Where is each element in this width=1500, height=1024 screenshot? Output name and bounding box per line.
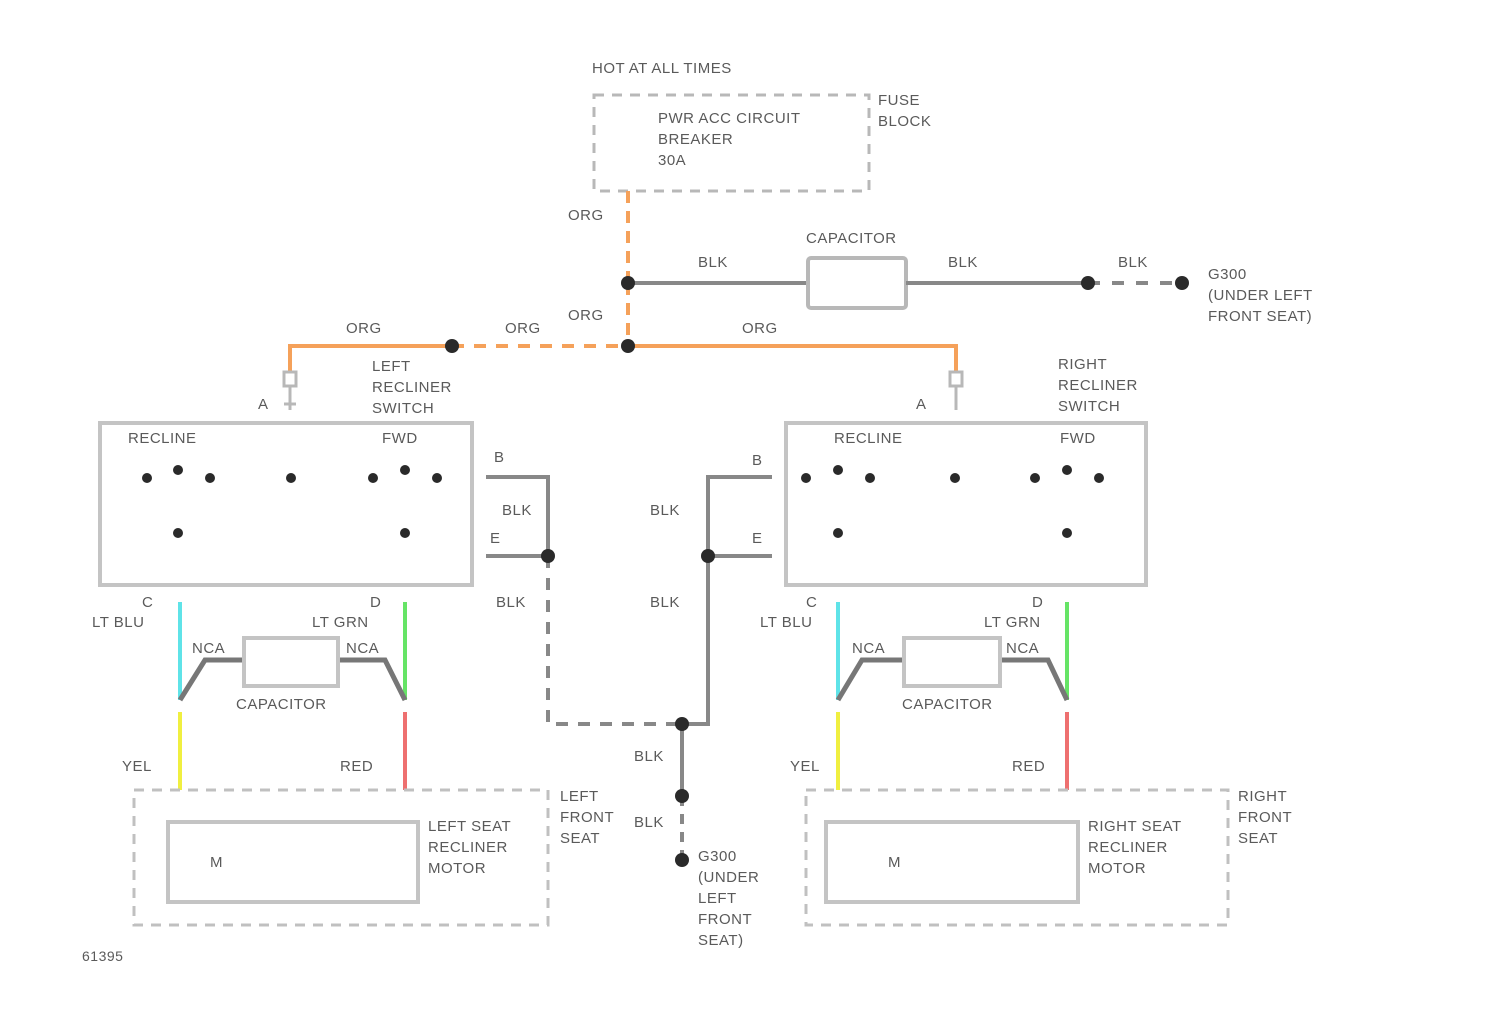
right-pin-a: A: [916, 396, 927, 413]
hot-at-all-times-label: HOT AT ALL TIMES: [592, 60, 732, 77]
wire-blk-right-b: [706, 475, 772, 556]
right-wire-lt-blu-label: LT BLU: [760, 614, 813, 631]
left-pin-b: B: [494, 449, 505, 466]
right-switch-box: [784, 421, 1148, 587]
ground-top-label: G300 (UNDER LEFT FRONT SEAT): [1208, 266, 1313, 325]
circuit-breaker-label: PWR ACC CIRCUIT BREAKER 30A: [658, 110, 801, 169]
left-wire-yel-label: YEL: [122, 758, 152, 775]
left-front-seat-label: LEFT FRONT SEAT: [560, 788, 615, 847]
right-nca-left: NCA: [852, 640, 886, 657]
left-pin-e: E: [490, 530, 501, 547]
right-recline-label: RECLINE: [834, 430, 903, 447]
right-motor-label: RIGHT SEAT RECLINER MOTOR: [1088, 818, 1182, 877]
left-motor-box: [166, 820, 420, 904]
wire-blk-left-b: [486, 475, 550, 556]
left-pin-c: C: [142, 594, 154, 611]
wire-org-right: [628, 344, 958, 372]
right-switch-contacts: [801, 465, 1104, 538]
right-pin-d: D: [1032, 594, 1044, 611]
right-pin-c: C: [806, 594, 818, 611]
right-pin-b: B: [752, 452, 763, 469]
left-wire-red-label: RED: [340, 758, 374, 775]
right-wire-yel-label: YEL: [790, 758, 820, 775]
left-capacitor-label: CAPACITOR: [236, 696, 327, 713]
wire-label-org-left-b: ORG: [505, 320, 541, 337]
wire-label-blk-cap-right: BLK: [948, 254, 978, 271]
top-capacitor-symbol: [806, 256, 908, 310]
wire-label-blk-center-2: BLK: [634, 814, 664, 831]
right-motor-box: [824, 820, 1080, 904]
right-capacitor-symbol: [902, 636, 1002, 688]
left-nca-left: NCA: [192, 640, 226, 657]
left-wire-lt-grn-label: LT GRN: [312, 614, 369, 631]
left-switch-name: LEFT RECLINER SWITCH: [372, 358, 452, 417]
right-capacitor-label: CAPACITOR: [902, 696, 993, 713]
right-nca-right: NCA: [1006, 640, 1040, 657]
right-wire-red-label: RED: [1012, 758, 1046, 775]
right-front-seat-box: [804, 788, 1230, 927]
wire-blk-right-down: [682, 556, 710, 726]
left-motor-label: LEFT SEAT RECLINER MOTOR: [428, 818, 512, 877]
wire-label-org-top: ORG: [568, 207, 604, 224]
wire-blk-left-down: [546, 556, 682, 726]
wire-label-blk-left-lower: BLK: [496, 594, 526, 611]
wire-nca-right-a: [835, 657, 904, 702]
fuse-block-label: FUSE BLOCK: [878, 92, 932, 130]
ground-bottom-label: G300 (UNDER LEFT FRONT SEAT): [698, 848, 760, 949]
top-capacitor-label: CAPACITOR: [806, 230, 897, 247]
left-switch-box: [98, 421, 474, 587]
wire-label-blk-right-lower: BLK: [650, 594, 680, 611]
wire-label-org-right: ORG: [742, 320, 778, 337]
wire-nca-left-b: [338, 657, 408, 702]
left-front-seat-box: [132, 788, 550, 927]
wire-label-blk-ground-top: BLK: [1118, 254, 1148, 271]
right-connector-a: [948, 370, 964, 410]
wire-label-org-left-a: ORG: [346, 320, 382, 337]
wire-label-blk-left-upper: BLK: [502, 502, 532, 519]
wire-label-blk-center-1: BLK: [634, 748, 664, 765]
left-connector-a: [282, 370, 298, 410]
left-nca-right: NCA: [346, 640, 380, 657]
splice-dots: [445, 276, 1189, 867]
left-wire-lt-blu-label: LT BLU: [92, 614, 145, 631]
fuse-block-box: [592, 93, 871, 193]
wire-org-left: [288, 344, 452, 372]
left-recline-label: RECLINE: [128, 430, 197, 447]
left-pin-d: D: [370, 594, 382, 611]
right-motor-symbol: M: [888, 854, 901, 871]
wire-nca-left-a: [177, 657, 244, 702]
left-pin-a: A: [258, 396, 269, 413]
left-capacitor-symbol: [242, 636, 340, 688]
right-fwd-label: FWD: [1060, 430, 1096, 447]
right-switch-name: RIGHT RECLINER SWITCH: [1058, 356, 1138, 415]
figure-id: 61395: [82, 948, 124, 964]
left-switch-contacts: [142, 465, 442, 538]
left-fwd-label: FWD: [382, 430, 418, 447]
left-motor-symbol: M: [210, 854, 223, 871]
right-wire-lt-grn-label: LT GRN: [984, 614, 1041, 631]
right-pin-e: E: [752, 530, 763, 547]
right-front-seat-label: RIGHT FRONT SEAT: [1238, 788, 1293, 847]
wire-label-org-mid: ORG: [568, 307, 604, 324]
wire-nca-right-b: [1000, 657, 1070, 702]
wire-label-blk-right-upper: BLK: [650, 502, 680, 519]
wire-label-blk-cap-left: BLK: [698, 254, 728, 271]
